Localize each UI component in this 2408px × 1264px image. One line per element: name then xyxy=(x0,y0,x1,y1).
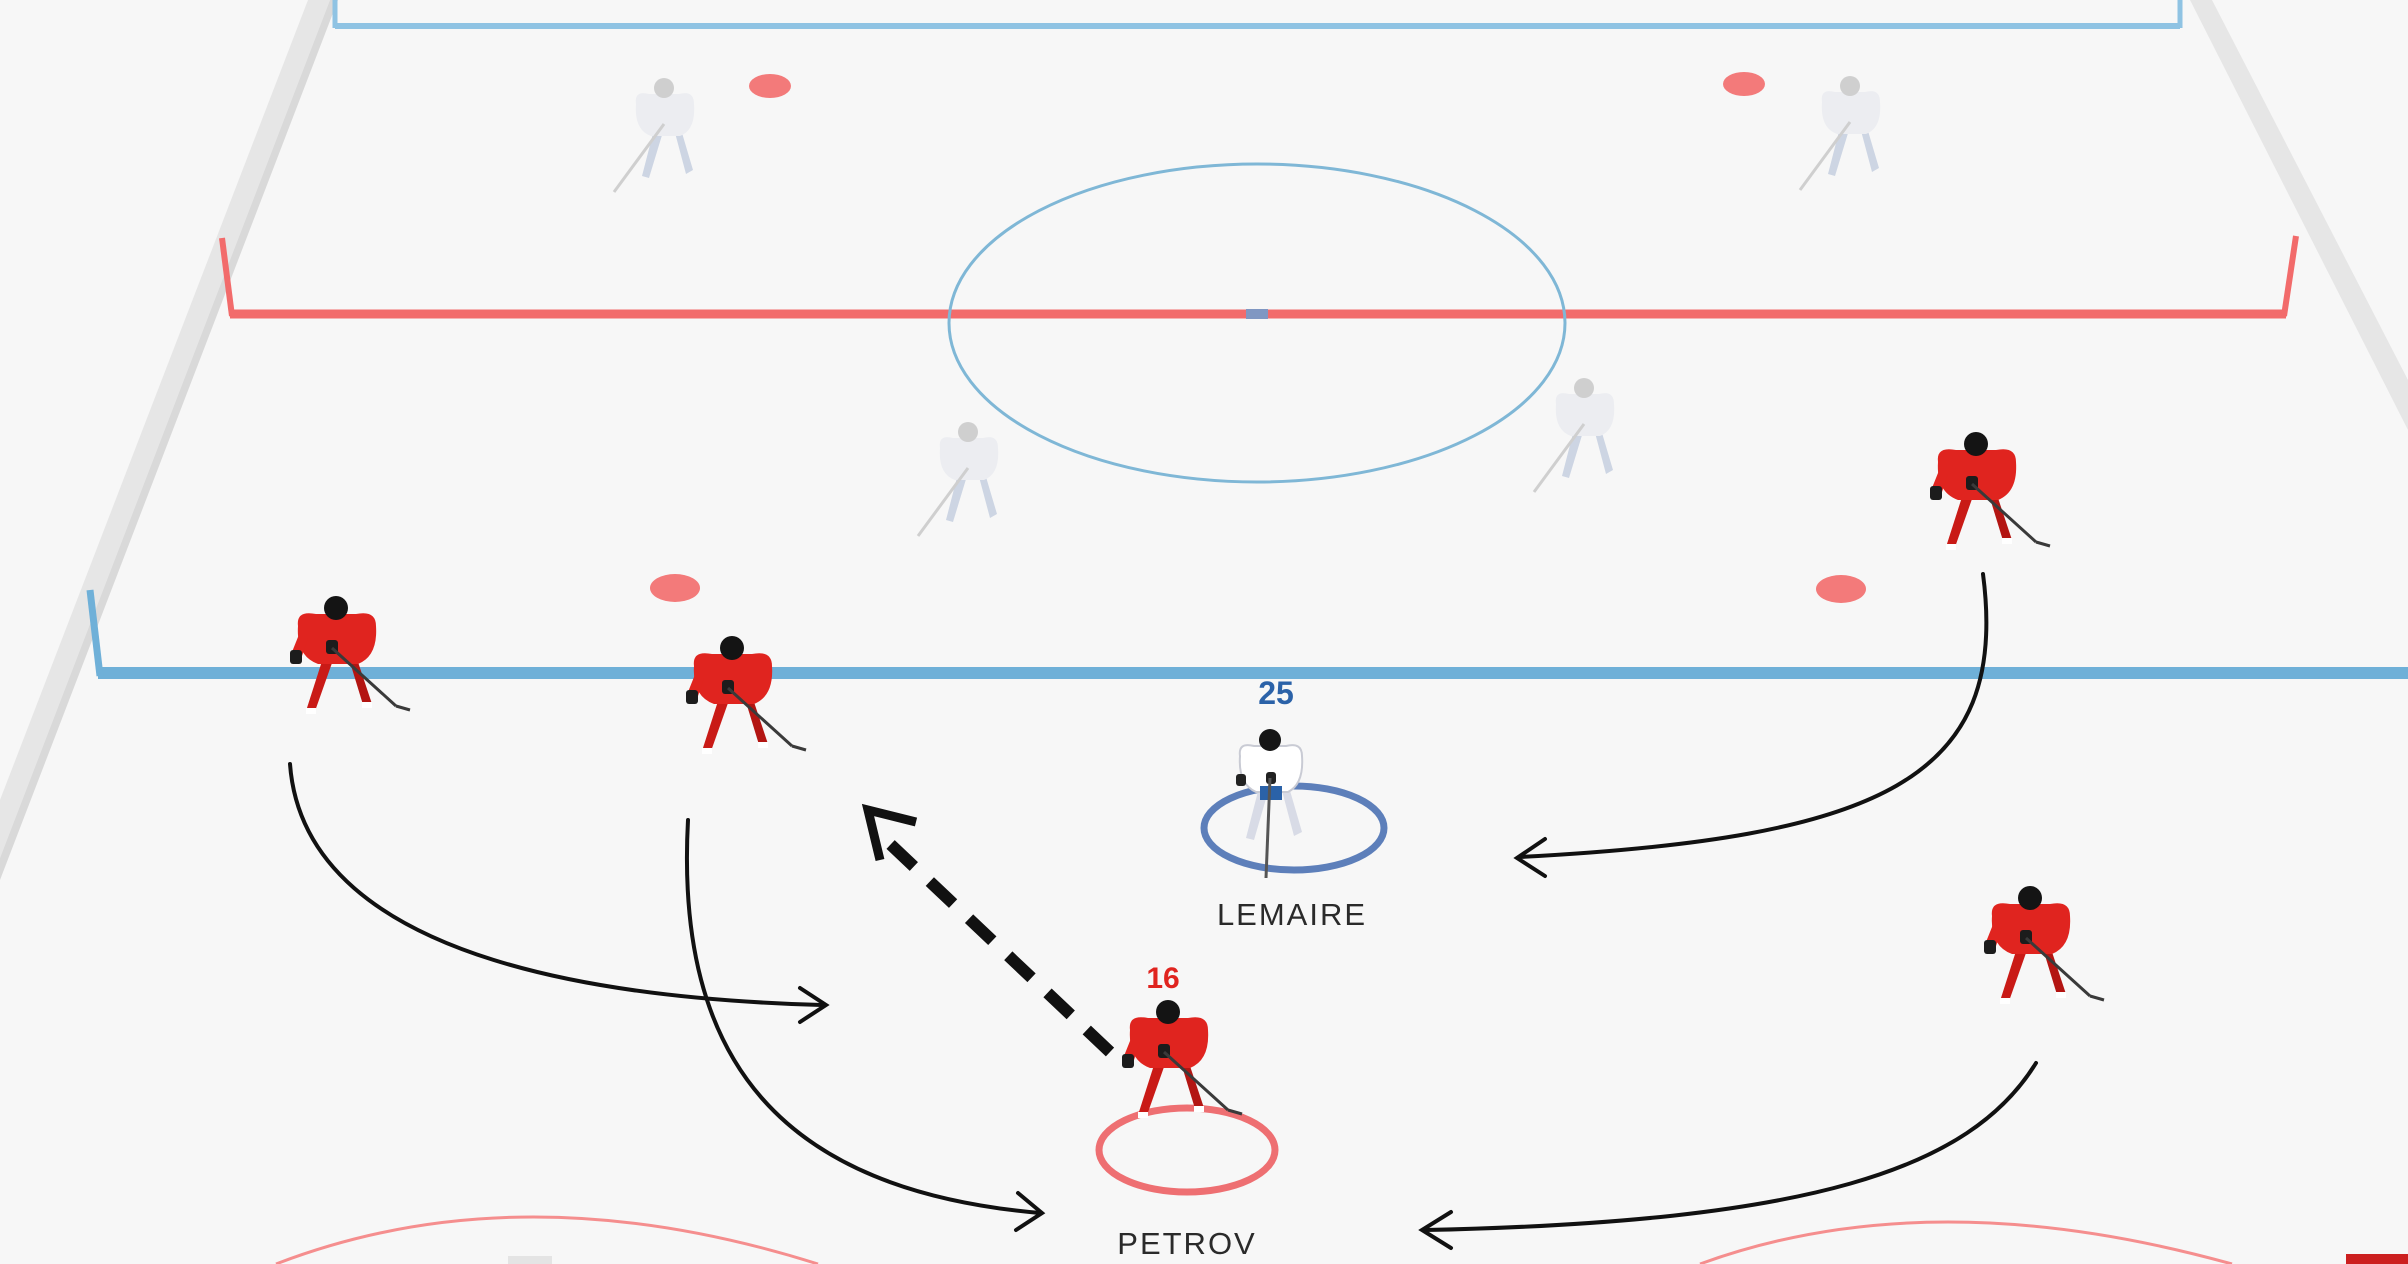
center-dot xyxy=(1246,309,1268,319)
faceoff-dot-icon xyxy=(1723,72,1765,96)
zone-circle-right xyxy=(1699,1220,2233,1264)
skate-path-1 xyxy=(288,762,824,1007)
skate-path-3 xyxy=(1518,572,1989,859)
arrow-head-icon xyxy=(861,803,918,862)
skate-path-2 xyxy=(685,818,1042,1215)
defender-name: LEMAIRE xyxy=(1217,897,1367,932)
carrier-name: PETROV xyxy=(1117,1226,1256,1261)
skate-path-4 xyxy=(1423,1061,2038,1232)
right-boards xyxy=(2190,0,2408,430)
center-circle xyxy=(947,162,1567,484)
arrow-head-icon xyxy=(798,986,830,1024)
arrow-head-icon xyxy=(1418,1210,1453,1250)
defender-number: 25 xyxy=(1258,675,1294,711)
arrow-head-icon xyxy=(1014,1191,1046,1232)
arrow-head-icon xyxy=(1513,837,1547,878)
carrier-marker-circle xyxy=(1095,1104,1279,1196)
skating-paths xyxy=(288,572,2038,1250)
faceoff-dot-icon xyxy=(749,74,791,98)
zone-circle-left xyxy=(275,1215,819,1264)
carrier-number: 16 xyxy=(1146,962,1179,995)
faceoff-dot-icon xyxy=(650,574,700,602)
faceoff-dot-icon xyxy=(1816,575,1866,603)
corner-marker xyxy=(2346,1254,2408,1264)
